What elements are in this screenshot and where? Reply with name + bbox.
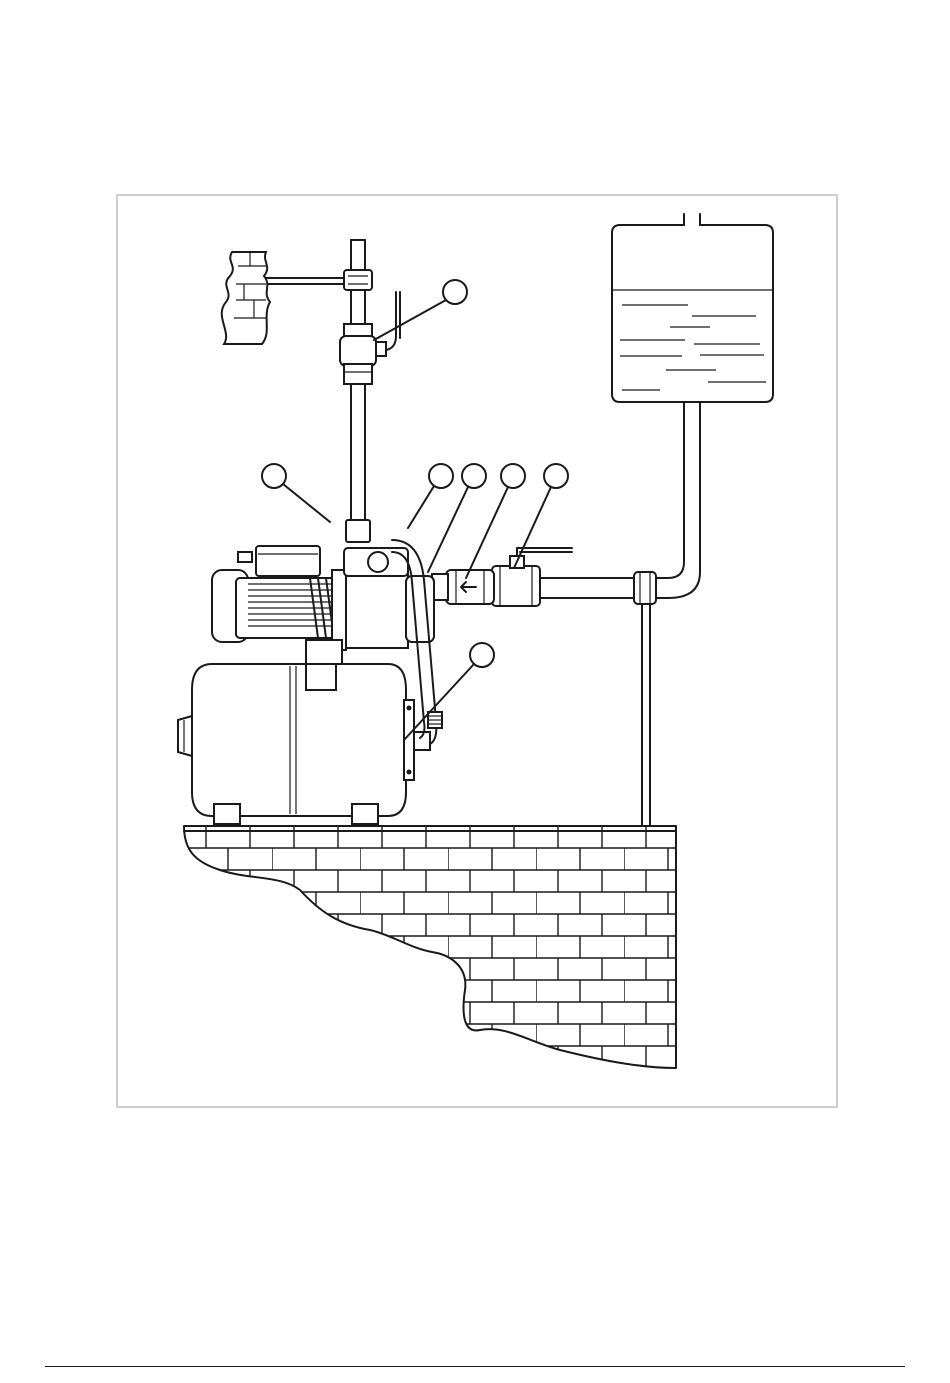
discharge-pipe [266, 240, 372, 542]
water-reservoir-icon [612, 214, 773, 598]
brick-wall-icon [184, 826, 676, 1070]
suction-pipe [540, 572, 656, 826]
footer-rule [45, 1366, 905, 1367]
callout-3 [408, 464, 453, 528]
water-tap-icon [222, 252, 270, 344]
check-valve-icon [432, 570, 494, 604]
callout-1 [374, 280, 467, 340]
pressure-tank-icon [178, 664, 430, 824]
ball-valve-icon [340, 292, 400, 384]
callout-2 [262, 464, 330, 522]
